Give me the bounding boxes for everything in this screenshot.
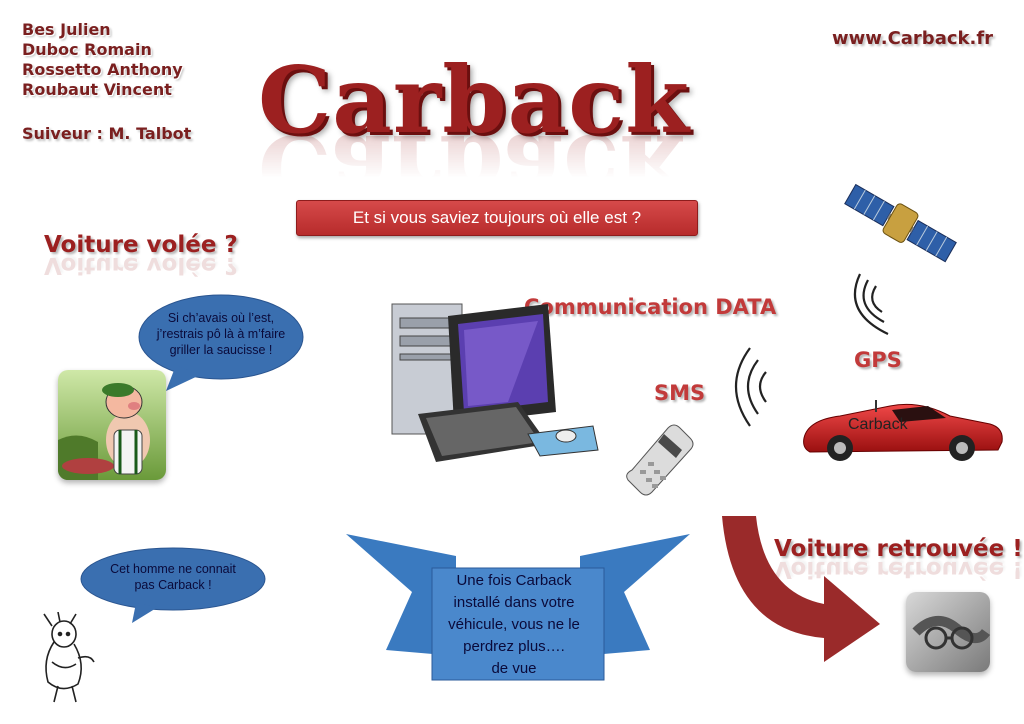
tutor-name: Suiveur : M. Talbot [22, 124, 192, 143]
thief-bubble-text: Si ch’avais où l’est, j’restrais pô là à… [156, 311, 286, 357]
stolen-car-heading: Voiture volée ? [44, 232, 238, 258]
handcuffs-photo [906, 592, 990, 672]
red-car-icon [803, 400, 1003, 461]
sms-signal-waves-icon [734, 347, 767, 427]
tagline-banner: Et si vous saviez toujours où elle est ? [296, 200, 698, 236]
ribbon-message: Une fois Carback installé dans votre véh… [448, 572, 580, 677]
found-car-heading: Voiture retrouvée ! [774, 536, 1023, 562]
sms-label: SMS [654, 381, 706, 405]
website-link[interactable]: www.Carback.fr [832, 28, 994, 49]
gps-signal-waves-icon [853, 273, 889, 335]
author-name: Duboc Romain [22, 40, 152, 59]
old-man-sketch-icon [43, 612, 95, 703]
ribbon-banner [346, 534, 690, 681]
owner-bubble-text: Cet homme ne connait pas Carback ! [110, 562, 236, 592]
author-name: Roubaut Vincent [22, 80, 172, 99]
car-label: Carback [848, 416, 908, 433]
authors-list: Bes Julien Duboc Romain Rossetto Anthony… [22, 20, 183, 100]
author-name: Rossetto Anthony [22, 60, 183, 79]
mobile-phone-icon [626, 424, 694, 496]
gps-label: GPS [854, 348, 902, 372]
author-name: Bes Julien [22, 20, 111, 39]
communication-data-label: Communication DATA [524, 295, 777, 319]
curved-arrow-icon [722, 516, 880, 662]
owner-speech-bubble [80, 547, 266, 623]
thief-speech-bubble [138, 294, 304, 391]
thief-cartoon-image [58, 370, 166, 480]
logo-title: Carback [258, 46, 691, 154]
satellite-icon [844, 183, 957, 263]
computer-icon [391, 303, 599, 462]
stolen-car-heading-reflection: Voiture volée ? [44, 252, 238, 278]
